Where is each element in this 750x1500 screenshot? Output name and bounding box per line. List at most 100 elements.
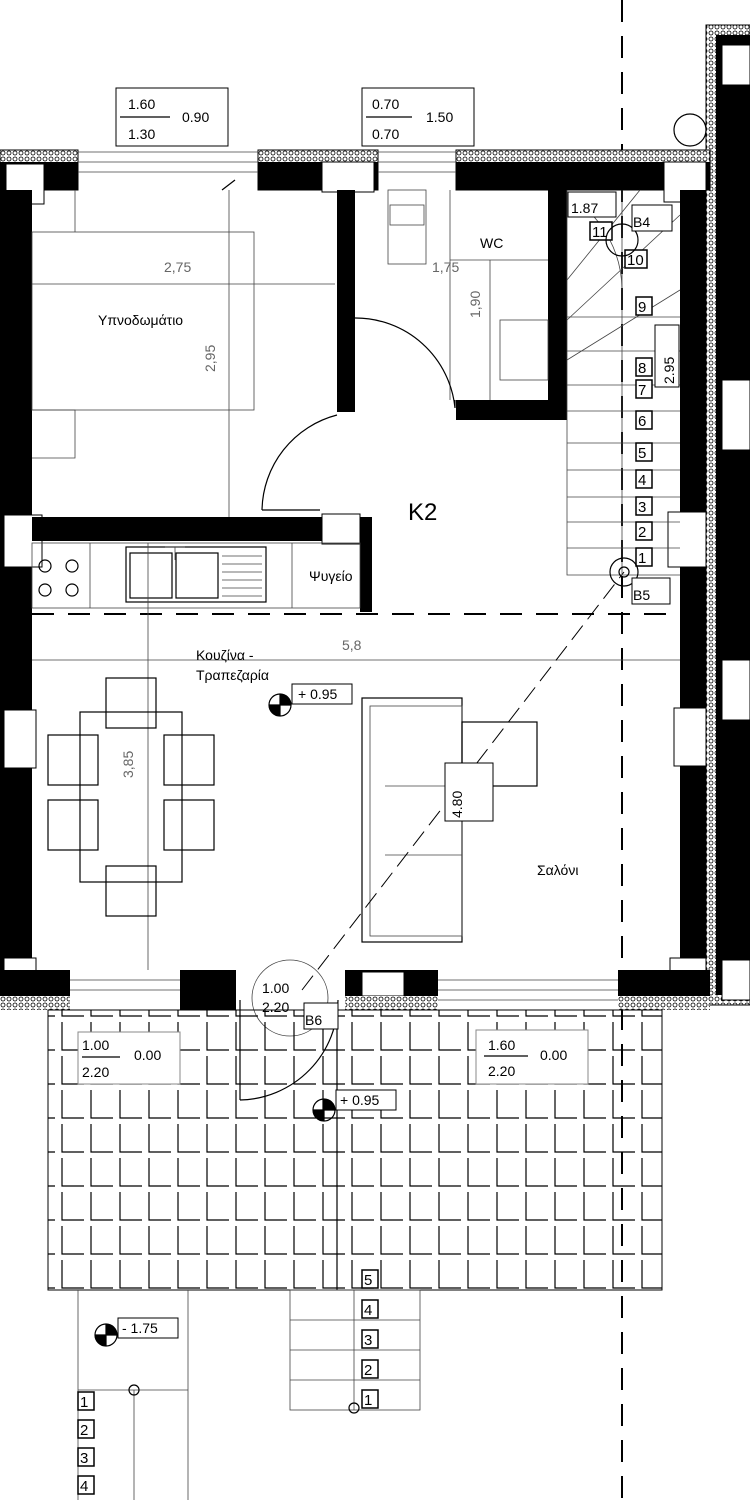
svg-text:1: 1 bbox=[80, 1394, 88, 1411]
step-number: 1 bbox=[361, 1389, 379, 1409]
svg-text:3: 3 bbox=[364, 1332, 372, 1349]
dim-stair: 2.95 bbox=[661, 357, 677, 384]
left-wall bbox=[0, 190, 32, 1010]
dim-diagonal: 4.80 bbox=[449, 791, 465, 818]
step-number: 4 bbox=[361, 1299, 379, 1319]
svg-text:2: 2 bbox=[638, 524, 646, 541]
step-number: 5 bbox=[635, 442, 653, 462]
svg-text:9: 9 bbox=[638, 299, 646, 316]
dim-bedroom-width: 2,75 bbox=[164, 259, 191, 275]
step-number: 6 bbox=[635, 410, 653, 430]
svg-text:1.30: 1.30 bbox=[128, 126, 155, 142]
door-top: 1.00 bbox=[262, 980, 289, 996]
step-number: 1 bbox=[635, 547, 653, 567]
dim-wc-depth: 1,90 bbox=[467, 291, 483, 318]
svg-text:- 1.75: - 1.75 bbox=[122, 1320, 158, 1336]
north-marker bbox=[673, 113, 707, 147]
svg-text:4: 4 bbox=[638, 472, 646, 489]
marker-b5: B5 bbox=[633, 587, 650, 603]
svg-text:2: 2 bbox=[80, 1422, 88, 1439]
step-number: 8 bbox=[635, 357, 653, 377]
step-number: 2 bbox=[77, 1419, 95, 1439]
svg-text:0.70: 0.70 bbox=[372, 126, 399, 142]
svg-text:1.60: 1.60 bbox=[128, 96, 155, 112]
step-number: 2 bbox=[361, 1359, 379, 1379]
window-4-sill: 0.00 bbox=[540, 1047, 567, 1063]
right-adjacent-wall bbox=[705, 24, 750, 1006]
bedroom-kitchen-wall bbox=[32, 517, 360, 541]
svg-text:2: 2 bbox=[364, 1362, 372, 1379]
window-tag-3 bbox=[77, 1031, 181, 1085]
dining-table bbox=[47, 677, 215, 917]
step-number: 5 bbox=[361, 1269, 379, 1289]
window-tag-2: 0.70 0.70 1.50 bbox=[361, 87, 475, 147]
window-tag-1: 1.60 1.30 0.90 bbox=[115, 87, 229, 147]
marker-b4: B4 bbox=[633, 214, 650, 230]
step-number: 3 bbox=[77, 1447, 95, 1467]
bottom-wall bbox=[0, 970, 710, 1010]
sink bbox=[499, 319, 549, 381]
wc-door bbox=[354, 317, 456, 409]
svg-text:+ 0.95: + 0.95 bbox=[298, 686, 338, 702]
step-number: 3 bbox=[635, 496, 653, 516]
window-3-sill: 0.00 bbox=[134, 1047, 161, 1063]
stair-tag-2: 1.87 bbox=[571, 200, 598, 216]
marker-b6: B6 bbox=[305, 1012, 322, 1028]
right-wall bbox=[680, 190, 706, 1000]
dim-kitchen-width: 5,8 bbox=[342, 637, 362, 653]
svg-text:1: 1 bbox=[364, 1392, 372, 1409]
kitchen-counter bbox=[31, 542, 361, 609]
step-number: 4 bbox=[77, 1475, 95, 1495]
level-marker-terrace: + 0.95 bbox=[312, 1089, 397, 1122]
room-door bbox=[261, 414, 338, 511]
svg-text:0.70: 0.70 bbox=[372, 96, 399, 112]
svg-text:6: 6 bbox=[638, 413, 646, 430]
svg-text:1.50: 1.50 bbox=[426, 109, 453, 125]
step-number: 9 bbox=[635, 296, 653, 316]
dim-bedroom-depth: 2,95 bbox=[202, 345, 218, 372]
stair-wall bbox=[548, 190, 567, 420]
svg-text:0.90: 0.90 bbox=[182, 109, 209, 125]
entry-stair: 1 2 3 4 5 bbox=[289, 1269, 421, 1414]
window-3-top: 1.00 bbox=[82, 1037, 109, 1053]
svg-text:5: 5 bbox=[364, 1272, 372, 1289]
svg-text:1: 1 bbox=[638, 550, 646, 567]
svg-text:3: 3 bbox=[80, 1450, 88, 1467]
dim-wc-width: 1,75 bbox=[432, 259, 459, 275]
level-marker-lower: - 1.75 bbox=[94, 1317, 179, 1347]
room-wc: WC bbox=[480, 235, 503, 251]
window-3-bottom: 2.20 bbox=[82, 1064, 109, 1080]
window-tag-4 bbox=[475, 1029, 589, 1085]
door-bottom: 2.20 bbox=[262, 999, 289, 1015]
dim-kitchen-depth: 3,85 bbox=[120, 751, 136, 778]
room-dining: Τραπεζαρία bbox=[196, 667, 269, 683]
room-living: Σαλόνι bbox=[537, 862, 578, 878]
step-number: 1 bbox=[77, 1391, 95, 1411]
step-number: 4 bbox=[635, 469, 653, 489]
room-label-k2: K2 bbox=[408, 499, 437, 526]
room-kitchen: Κουζίνα - bbox=[196, 647, 254, 663]
bed bbox=[31, 190, 255, 459]
level-marker-interior: + 0.95 bbox=[268, 683, 353, 717]
step-number: 2 bbox=[635, 521, 653, 541]
side-stair: 1 2 3 4 bbox=[77, 1290, 189, 1500]
step-number: 10 bbox=[624, 249, 648, 269]
step-number: 3 bbox=[361, 1329, 379, 1349]
svg-text:3: 3 bbox=[638, 499, 646, 516]
window-4-top: 1.60 bbox=[488, 1037, 515, 1053]
svg-text:8: 8 bbox=[638, 360, 646, 377]
svg-text:4: 4 bbox=[80, 1478, 88, 1495]
svg-text:7: 7 bbox=[638, 382, 646, 399]
fridge-label: Ψυγείο bbox=[309, 568, 353, 584]
window-4-bottom: 2.20 bbox=[488, 1063, 515, 1079]
interior-stair: 1 2 3 4 5 6 7 8 9 10 11 bbox=[566, 189, 681, 576]
toilet bbox=[387, 189, 427, 265]
svg-text:11: 11 bbox=[592, 224, 608, 241]
svg-text:+ 0.95: + 0.95 bbox=[340, 1092, 380, 1108]
svg-text:10: 10 bbox=[627, 252, 644, 269]
room-bedroom: Υπνοδωμάτιο bbox=[98, 312, 183, 328]
svg-text:4: 4 bbox=[364, 1302, 372, 1319]
step-number: 7 bbox=[635, 379, 653, 399]
svg-text:5: 5 bbox=[638, 445, 646, 462]
